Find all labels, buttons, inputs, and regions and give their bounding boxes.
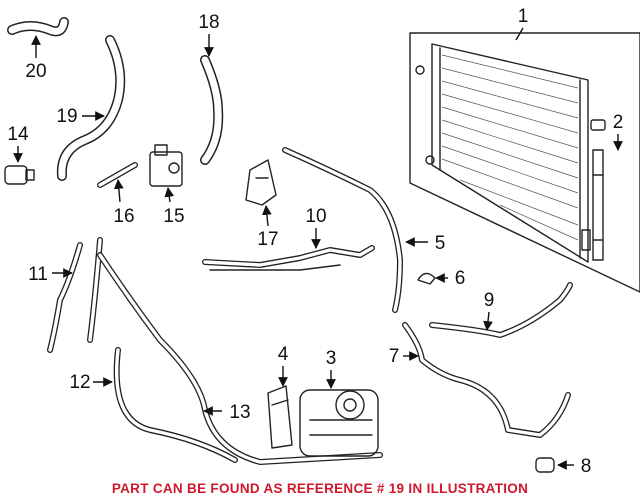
- callout-14: 14: [7, 124, 29, 145]
- hose-20: 20: [7, 17, 69, 82]
- callout-9: 9: [484, 290, 495, 311]
- callout-18: 18: [198, 12, 219, 33]
- callout-12: 12: [69, 372, 90, 393]
- callout-20: 20: [25, 61, 46, 82]
- callout-13: 13: [229, 402, 250, 423]
- hose-19: 19: [56, 35, 126, 181]
- callout-10: 10: [305, 206, 326, 227]
- line-5: 5: [282, 147, 446, 313]
- callout-2: 2: [613, 112, 624, 133]
- callout-16: 16: [113, 206, 134, 227]
- callout-17: 17: [257, 229, 278, 250]
- line-11: 11: [28, 237, 103, 353]
- reference-note: PART CAN BE FOUND AS REFERENCE # 19 IN I…: [111, 481, 529, 496]
- line-9: 9: [429, 282, 573, 338]
- callout-6: 6: [455, 268, 466, 289]
- callout-11: 11: [28, 264, 48, 285]
- hose-18: 18: [198, 12, 224, 165]
- pipe-assembly-10: 10: [202, 206, 375, 271]
- callout-7: 7: [389, 346, 400, 367]
- valve-15: 15: [149, 144, 185, 227]
- callout-4: 4: [278, 344, 289, 365]
- compressor-3: 3: [299, 348, 379, 457]
- sensor-14: 14: [4, 124, 35, 185]
- condenser-core: [415, 43, 591, 263]
- callout-3: 3: [326, 348, 337, 369]
- callout-1: 1: [518, 6, 529, 27]
- fitting-8: 8: [535, 456, 592, 477]
- callout-5: 5: [435, 233, 446, 254]
- line-7: 7: [389, 322, 571, 438]
- callout-8: 8: [581, 456, 592, 477]
- callout-15: 15: [163, 206, 184, 227]
- condenser-assembly: 1: [409, 6, 640, 293]
- line-13: 13: [97, 252, 383, 465]
- shield-4: 4: [267, 344, 293, 449]
- line-12: 12: [69, 347, 238, 463]
- bracket-17: 17: [245, 159, 279, 250]
- receiver-drier: 2: [590, 112, 624, 261]
- callout-19: 19: [56, 106, 77, 127]
- clip-6: 6: [417, 268, 466, 289]
- pipe-16: 16: [97, 162, 138, 227]
